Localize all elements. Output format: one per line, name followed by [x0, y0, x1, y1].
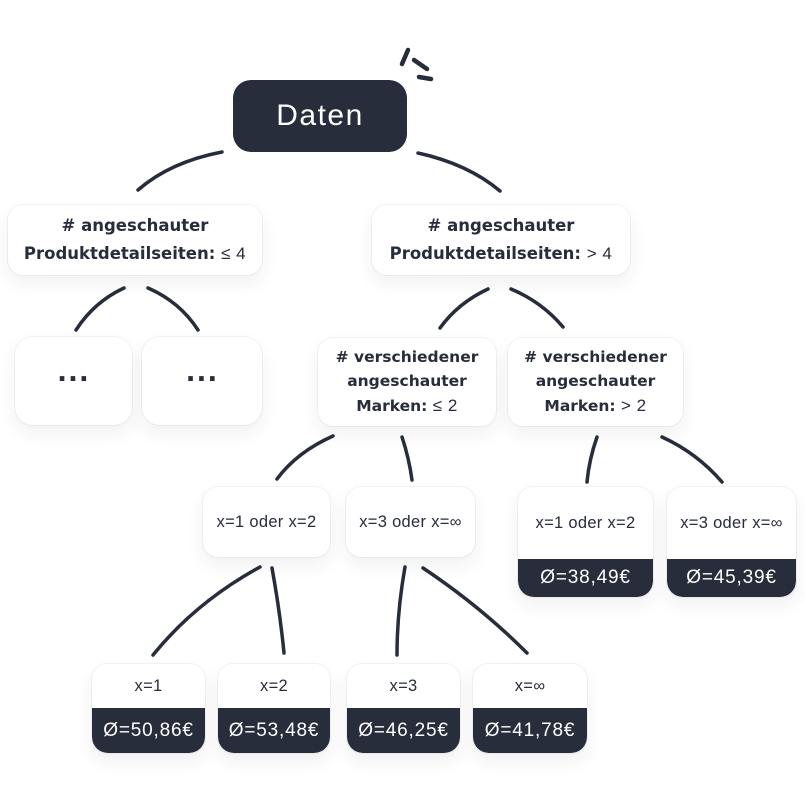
- node-x12-right-value-strip: Ø=38,49€: [518, 559, 653, 597]
- edge-pages-gt4-to-brands-le2: [438, 287, 490, 330]
- edge-pages-gt4-to-brands-gt2: [509, 287, 565, 329]
- leaf-x3-value-strip: Ø=46,25€: [347, 708, 460, 753]
- edge-x12-to-leaf-x1: [151, 565, 262, 657]
- edge-x3inf-to-leaf-xinf: [421, 566, 529, 655]
- leaf-x1-value-strip: Ø=50,86€: [92, 708, 205, 753]
- leaf-xinf: x=∞ Ø=41,78€: [473, 664, 587, 753]
- leaf-x1: x=1 Ø=50,86€: [92, 664, 205, 753]
- node-pages-gt4-line2: Produktdetailseiten:: [389, 243, 582, 263]
- node-x12-left-label: x=1 oder x=2: [216, 512, 317, 531]
- node-brands-le2-line3: Marken:: [356, 396, 428, 415]
- node-x3inf-left-label: x=3 oder x=∞: [359, 512, 462, 531]
- edge-root-to-pages-gt4: [416, 151, 502, 193]
- node-brands-le2-line1: # verschiedener: [335, 347, 479, 366]
- leaf-x2-label: x=2: [260, 676, 288, 695]
- node-x12-right-label: x=1 oder x=2: [535, 513, 636, 532]
- node-ellipsis-2: ...: [142, 337, 262, 425]
- node-x12-left: x=1 oder x=2: [203, 487, 330, 557]
- leaf-xinf-value-strip: Ø=41,78€: [473, 708, 587, 753]
- node-brands-gt2-operator: > 2: [620, 395, 647, 415]
- ellipsis-2-label: ...: [185, 358, 219, 388]
- leaf-x3-label: x=3: [389, 676, 418, 695]
- edge-root-to-pages-le4: [136, 150, 224, 192]
- root-node-daten: Daten: [233, 80, 407, 152]
- node-pages-le4-line1: # angeschauter: [61, 216, 209, 236]
- leaf-xinf-value: Ø=41,78€: [484, 719, 576, 741]
- node-ellipsis-1: ...: [15, 337, 132, 425]
- node-brands-le2: # verschiedener angeschauter Marken: ≤ 2: [318, 338, 496, 426]
- leaf-x1-value: Ø=50,86€: [103, 719, 194, 741]
- edge-brands-gt2-to-x3inf: [660, 435, 724, 484]
- root-label: Daten: [276, 99, 364, 132]
- node-brands-gt2-line1: # verschiedener: [524, 347, 667, 366]
- leaf-x3-value: Ø=46,25€: [358, 719, 449, 741]
- leaf-x2-value: Ø=53,48€: [228, 719, 320, 741]
- node-x3inf-right-value-strip: Ø=45,39€: [667, 559, 796, 597]
- edge-x3inf-to-leaf-x3: [395, 565, 407, 657]
- node-brands-gt2-line3: Marken:: [544, 396, 616, 415]
- node-brands-gt2: # verschiedener angeschauter Marken: > 2: [508, 338, 683, 426]
- node-pages-le4-line2: Produktdetailseiten:: [23, 243, 216, 263]
- node-x3inf-right-label: x=3 oder x=∞: [680, 513, 783, 532]
- node-pages-gt4-line1: # angeschauter: [427, 216, 575, 236]
- leaf-x3: x=3 Ø=46,25€: [347, 664, 460, 753]
- leaf-x1-label: x=1: [134, 676, 163, 695]
- node-pages-le4-operator: ≤ 4: [221, 243, 247, 263]
- node-x12-right-value: Ø=38,49€: [540, 567, 631, 588]
- node-x12-right: x=1 oder x=2 Ø=38,49€: [518, 487, 653, 597]
- edge-pages-le4-to-dots2: [146, 286, 200, 332]
- node-brands-le2-line2: angeschauter: [347, 371, 467, 390]
- emphasis-spark-icon: [399, 47, 434, 82]
- leaf-xinf-label: x=∞: [514, 676, 546, 695]
- node-x3inf-left: x=3 oder x=∞: [346, 487, 475, 557]
- node-pages-gt4: # angeschauter Produktdetailseiten: > 4: [372, 205, 630, 275]
- leaf-x2: x=2 Ø=53,48€: [218, 664, 330, 753]
- edge-brands-gt2-to-x12: [585, 435, 599, 484]
- leaf-x2-value-strip: Ø=53,48€: [218, 708, 330, 753]
- node-brands-le2-operator: ≤ 2: [432, 395, 458, 415]
- node-pages-le4: # angeschauter Produktdetailseiten: ≤ 4: [8, 205, 262, 275]
- node-x3inf-right: x=3 oder x=∞ Ø=45,39€: [667, 487, 796, 597]
- edge-brands-le2-to-x12: [275, 434, 335, 481]
- ellipsis-1-label: ...: [57, 358, 90, 388]
- node-pages-gt4-operator: > 4: [586, 243, 613, 263]
- edge-x12-to-leaf-x2: [270, 566, 286, 655]
- edge-brands-le2-to-x3inf: [400, 435, 414, 482]
- edge-pages-le4-to-dots1: [74, 286, 126, 332]
- node-brands-gt2-line2: angeschauter: [535, 371, 656, 390]
- node-x3inf-right-value: Ø=45,39€: [686, 567, 777, 588]
